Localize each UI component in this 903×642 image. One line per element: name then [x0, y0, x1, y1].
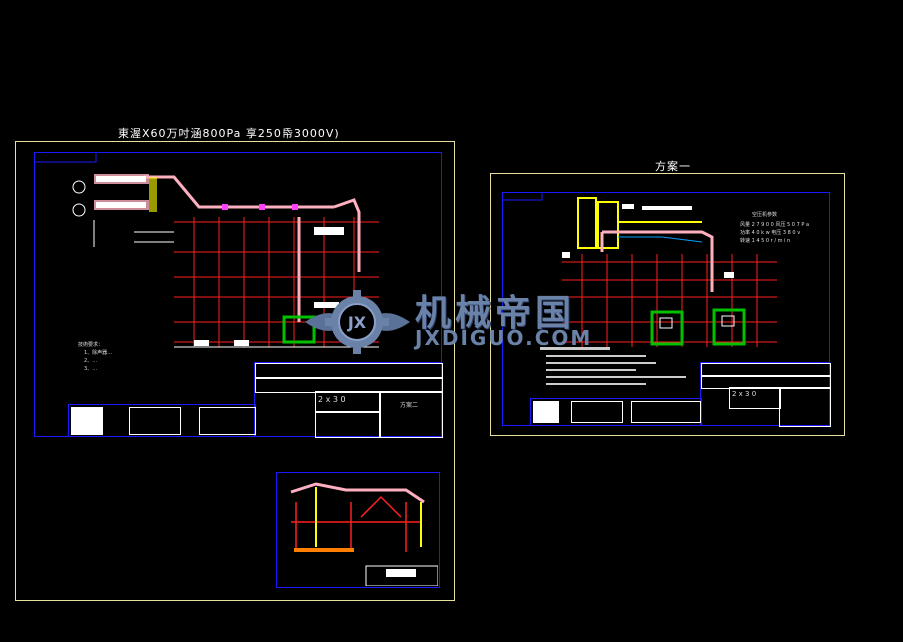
left-piping-drawing: [34, 152, 379, 348]
left-bom-table: [68, 404, 256, 437]
right-piping-drawing: [502, 192, 777, 347]
left-note-1: 1、除声器…: [84, 350, 113, 356]
left-title-block: [254, 362, 443, 438]
right-title-block: [700, 362, 831, 427]
left-inset-frame: [276, 472, 440, 588]
watermark-english-text: JXDIGUO.COM: [415, 326, 593, 350]
right-spec-line-2: 风量 2 7 9 0 0 风压 5 0 7 P a: [740, 222, 810, 228]
right-spec-line-1: 空压机参数: [752, 212, 778, 218]
watermark: JX 机械帝国 JXDIGUO.COM: [300, 288, 620, 356]
right-spec-line-3: 功率 4 0 k w 电压 3 8 0 v: [740, 230, 801, 236]
left-inset-drawing: [290, 482, 438, 586]
right-notes-block: [540, 345, 690, 393]
svg-text:JX: JX: [347, 313, 367, 332]
right-bom-table: [530, 398, 702, 426]
watermark-chinese-text: 机械帝国: [415, 293, 576, 334]
right-drawing-title: 方案一: [655, 160, 691, 173]
left-sheet-border: [15, 141, 455, 601]
left-titleblock-text-2: 方案二: [400, 402, 419, 409]
left-note-3: 3、…: [84, 366, 98, 372]
left-note-2: 2、…: [84, 358, 98, 364]
left-notes-title: 技術要求：: [78, 342, 104, 348]
right-sheet-border: [490, 173, 845, 436]
right-titleblock-text-1: 2 x 3 0: [732, 390, 757, 398]
left-drawing-title: 東渥X60万吋涵800Pa 享250帋3000V): [118, 127, 340, 140]
left-titleblock-text-1: 2 x 3 0: [318, 395, 346, 404]
right-spec-line-4: 转速 1 4 5 0 r / m i n: [740, 238, 791, 244]
watermark-gear-logo-icon: JX: [305, 290, 410, 354]
